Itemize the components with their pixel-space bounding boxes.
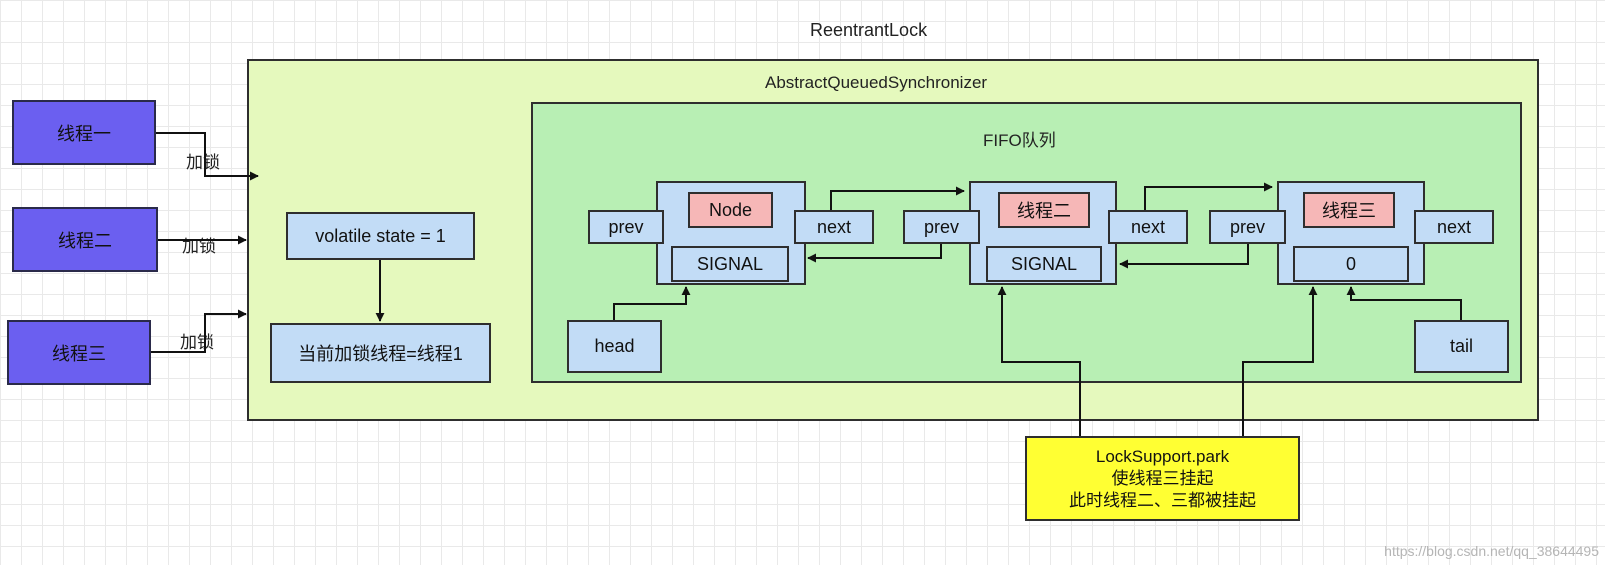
node-next: next [1414, 210, 1494, 244]
prev-link-one [807, 244, 942, 263]
node-status: SIGNAL [671, 246, 789, 282]
fifo-title: FIFO队列 [983, 131, 1056, 150]
tail-pointer: tail [1414, 320, 1509, 373]
node-name: Node [688, 192, 773, 228]
diagram-title: ReentrantLock [810, 20, 928, 40]
thread-three: 线程三 [7, 320, 151, 385]
node-name: 线程三 [1303, 192, 1395, 228]
lock-label-two: 加锁 [182, 237, 216, 256]
park-note: LockSupport.park 使线程三挂起 此时线程二、三都被挂起 [1025, 436, 1300, 521]
park-note-line2: 使线程三挂起 [1111, 468, 1214, 488]
node-status: 0 [1293, 246, 1409, 282]
node-name: 线程二 [998, 192, 1090, 228]
node-status: SIGNAL [986, 246, 1102, 282]
park-note-line3: 此时线程二、三都被挂起 [1069, 490, 1256, 510]
watermark: https://blog.csdn.net/qq_38644495 [1384, 543, 1599, 559]
node-prev: prev [1209, 210, 1286, 244]
tail-arrow [1346, 286, 1462, 320]
thread-one: 线程一 [12, 100, 156, 165]
thread-two: 线程二 [12, 207, 158, 272]
node-prev: prev [588, 210, 664, 244]
lock-label-one: 加锁 [186, 153, 220, 172]
park-arrow-thread-three [1242, 286, 1318, 436]
lock-arrow-three [151, 309, 247, 353]
next-link-one [830, 186, 965, 210]
aqs-title: AbstractQueuedSynchronizer [765, 73, 988, 92]
owner-box: 当前加锁线程=线程1 [270, 323, 491, 383]
head-pointer: head [567, 320, 662, 373]
node-prev: prev [903, 210, 980, 244]
park-note-line1: LockSupport.park [1095, 446, 1230, 466]
lock-arrow-one [156, 132, 259, 181]
node-next: next [794, 210, 874, 244]
node-next: next [1108, 210, 1188, 244]
head-arrow [613, 286, 691, 320]
park-arrow-thread-two [997, 286, 1081, 436]
next-link-two [1144, 182, 1273, 210]
state-box: volatile state = 1 [286, 212, 475, 260]
prev-link-two [1119, 244, 1249, 269]
